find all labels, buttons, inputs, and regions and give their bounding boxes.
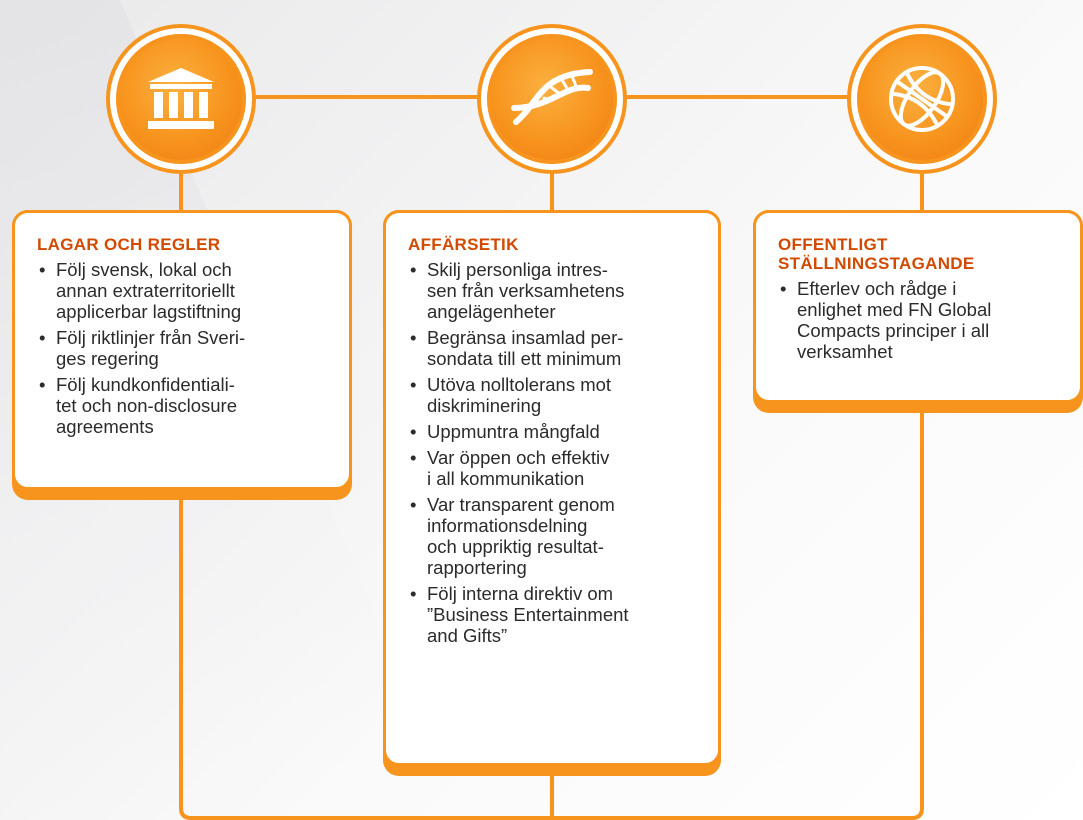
bullet-item: Skilj personliga intres- sen från verksa… — [408, 259, 696, 322]
bullet-item: Begränsa insamlad per- sondata till ett … — [408, 327, 696, 369]
card-lagar-och-regler: LAGAR OCH REGLER Följ svensk, lokal och … — [12, 210, 352, 500]
bullet-item: Följ svensk, lokal och annan extraterrit… — [37, 259, 327, 322]
bullet-item: Var transparent genom informationsdelnin… — [408, 494, 696, 578]
government-building-icon — [116, 34, 246, 164]
bullet-item: Följ interna direktiv om ”Business Enter… — [408, 583, 696, 646]
dna-icon — [487, 34, 617, 164]
bullet-item: Utöva nolltolerans mot diskriminering — [408, 374, 696, 416]
card-offentligt-stallningstagande: OFFENTLIGT STÄLLNINGSTAGANDE Efterlev oc… — [753, 210, 1083, 413]
card-title: OFFENTLIGT STÄLLNINGSTAGANDE — [778, 235, 975, 273]
card-title: LAGAR OCH REGLER — [37, 235, 221, 254]
bullet-item: Var öppen och effektiv i all kommunikati… — [408, 447, 696, 489]
card-body: AFFÄRSETIK Skilj personliga intres- sen … — [383, 210, 721, 766]
bullet-item: Uppmuntra mångfald — [408, 421, 696, 442]
globe-icon — [857, 34, 987, 164]
bullet-list: Följ svensk, lokal och annan extraterrit… — [37, 259, 327, 437]
card-body: OFFENTLIGT STÄLLNINGSTAGANDE Efterlev oc… — [753, 210, 1083, 403]
bullet-list: Skilj personliga intres- sen från verksa… — [408, 259, 696, 646]
bullet-list: Efterlev och rådge i enlighet med FN Glo… — [778, 278, 1058, 362]
bullet-item: Följ riktlinjer från Sveri- ges regering — [37, 327, 327, 369]
card-body: LAGAR OCH REGLER Följ svensk, lokal och … — [12, 210, 352, 490]
card-title: AFFÄRSETIK — [408, 235, 519, 254]
bullet-item: Följ kundkonfidentiali- tet och non-disc… — [37, 374, 327, 437]
bullet-item: Efterlev och rådge i enlighet med FN Glo… — [778, 278, 1058, 362]
card-affarsetik: AFFÄRSETIK Skilj personliga intres- sen … — [383, 210, 721, 776]
